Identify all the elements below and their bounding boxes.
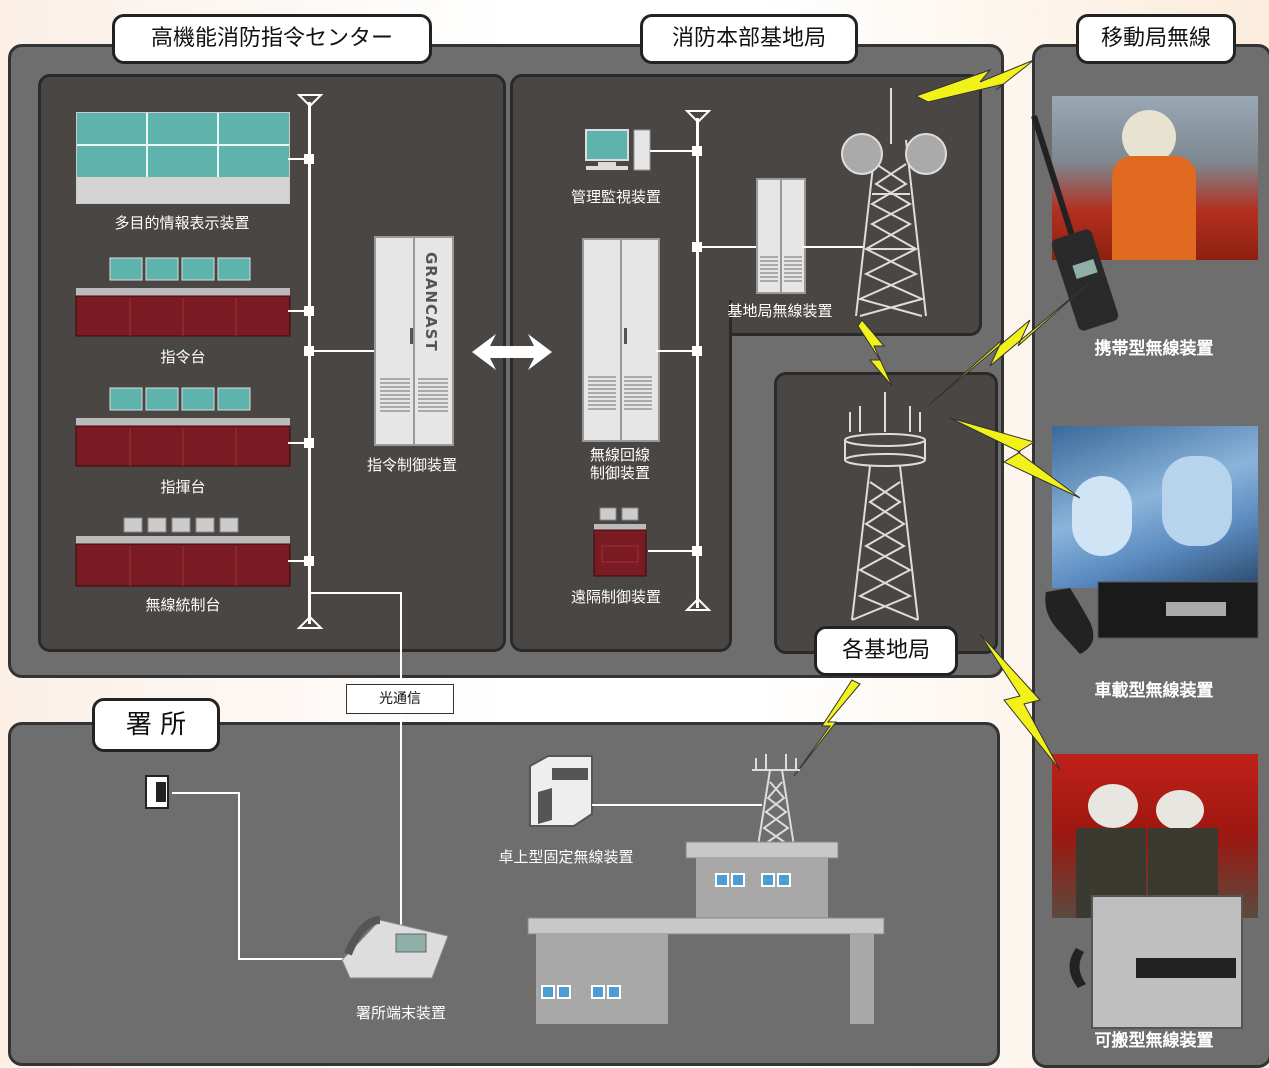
vehicle-radio-photo bbox=[1052, 426, 1258, 588]
display-label: 多目的情報表示装置 bbox=[114, 214, 250, 232]
node-remote bbox=[692, 546, 702, 556]
remote-label: 遠隔制御装置 bbox=[570, 588, 661, 606]
bolt-portable bbox=[929, 281, 1091, 405]
fire-station-building bbox=[527, 841, 885, 1024]
wire-controller bbox=[310, 350, 376, 352]
speaker-line-v bbox=[238, 792, 240, 960]
wire-monitor bbox=[650, 150, 698, 152]
bolt-transportable bbox=[979, 633, 1061, 771]
grancast-brand: GRANCAST bbox=[422, 252, 440, 352]
desktop-radio-label: 卓上型固定無線装置 bbox=[498, 848, 634, 866]
section-hq-title: 消防本部基地局 bbox=[640, 14, 858, 64]
hq-bus-line bbox=[696, 118, 699, 608]
radio-desk-label: 無線統制台 bbox=[145, 596, 221, 614]
portable-label: 携帯型無線装置 bbox=[1094, 339, 1214, 359]
hq-tower bbox=[841, 88, 947, 317]
speaker-icon bbox=[145, 775, 169, 809]
transportable-radio-device bbox=[1069, 895, 1243, 1029]
bolt-hq-to-mobile bbox=[914, 59, 1035, 103]
wire-direct bbox=[288, 442, 310, 444]
desktop-radio bbox=[529, 755, 593, 827]
bolt-branch-tower bbox=[793, 679, 861, 777]
line-control-cabinet bbox=[582, 238, 660, 442]
section-branch-title: 署 所 bbox=[92, 698, 220, 752]
node-command bbox=[304, 306, 314, 316]
antenna-bottom-center bbox=[296, 615, 324, 629]
terminal-label: 署所端末装置 bbox=[355, 1004, 446, 1022]
desktop-radio-line bbox=[592, 804, 762, 806]
section-mobile-title: 移動局無線 bbox=[1076, 14, 1236, 64]
monitor-label: 管理監視装置 bbox=[570, 188, 661, 206]
antenna-bottom-hq bbox=[684, 597, 712, 611]
center-bus-line bbox=[308, 102, 311, 624]
wire-remote bbox=[648, 550, 698, 552]
node-display bbox=[304, 154, 314, 164]
controller-label: 指令制御装置 bbox=[366, 456, 457, 474]
speaker-line-h2 bbox=[238, 958, 358, 960]
transportable-label: 可搬型無線装置 bbox=[1094, 1031, 1214, 1051]
node-radio bbox=[304, 556, 314, 566]
wire-display bbox=[288, 158, 310, 160]
section-center-title: 高機能消防指令センター bbox=[112, 14, 432, 64]
base-radio-label: 基地局無線装置 bbox=[727, 302, 833, 320]
optical-line bbox=[310, 592, 402, 594]
node-monitor bbox=[692, 146, 702, 156]
double-arrow bbox=[472, 334, 552, 370]
direct-desk-label: 指揮台 bbox=[160, 478, 206, 496]
command-desk bbox=[75, 257, 291, 337]
branch-panel bbox=[8, 722, 1000, 1066]
terminal-phone bbox=[341, 916, 449, 979]
branch-tower bbox=[752, 754, 800, 847]
radio-desk bbox=[75, 517, 291, 587]
antenna-top-center bbox=[296, 94, 324, 108]
section-stations-title: 各基地局 bbox=[814, 626, 958, 676]
vehicle-label: 車載型無線装置 bbox=[1094, 681, 1214, 701]
vehicle-radio-device bbox=[1045, 581, 1259, 654]
stations-tower bbox=[844, 392, 926, 621]
node-line-ctrl bbox=[692, 346, 702, 356]
antenna-top-hq bbox=[684, 110, 712, 124]
wire-line-ctrl bbox=[656, 350, 698, 352]
command-desk-label: 指令台 bbox=[160, 348, 206, 366]
line-control-label: 無線回線 制御装置 bbox=[589, 446, 650, 482]
base-radio-cabinet bbox=[756, 178, 806, 294]
bolt-hq-to-stations bbox=[857, 319, 893, 387]
optical-label: 光通信 bbox=[346, 684, 454, 714]
bolt-vehicle bbox=[949, 417, 1081, 499]
display-wall bbox=[76, 112, 290, 204]
command-controller-cabinet: GRANCAST bbox=[374, 236, 454, 446]
speaker-line-h bbox=[172, 792, 240, 794]
monitor-pc bbox=[585, 129, 651, 171]
wire-radio bbox=[288, 560, 310, 562]
node-direct bbox=[304, 438, 314, 448]
wire-base-radio bbox=[698, 246, 756, 248]
wire-base-tower bbox=[802, 246, 864, 248]
direct-desk bbox=[75, 387, 291, 467]
node-controller bbox=[304, 346, 314, 356]
node-base-radio bbox=[692, 242, 702, 252]
remote-controller bbox=[593, 507, 647, 577]
optical-line-down bbox=[400, 592, 402, 934]
wire-command bbox=[288, 310, 310, 312]
portable-radio-device bbox=[1031, 115, 1119, 331]
